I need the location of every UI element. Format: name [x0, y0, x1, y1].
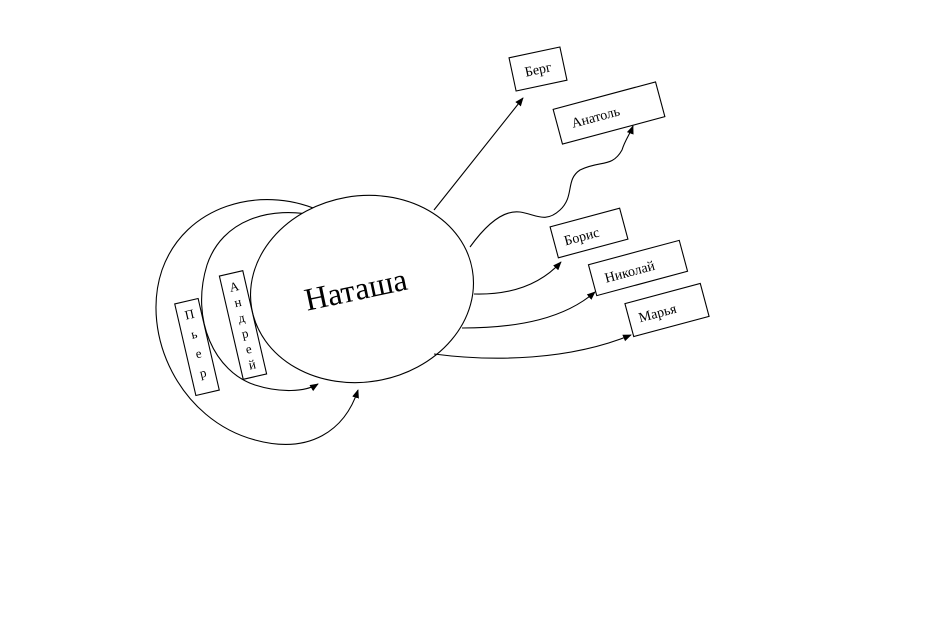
- pierre-loop-arrow: [155, 199, 359, 445]
- pierre-node: Пьер: [174, 297, 220, 397]
- boris-arrow: [473, 261, 562, 295]
- berg-arrow: [433, 97, 524, 211]
- marya-arrow: [433, 334, 632, 359]
- boris-node: Борис: [549, 207, 629, 259]
- nikolai-arrow: [461, 291, 596, 329]
- pierre-label: Пьер: [183, 306, 209, 381]
- anatole-node: Анатоль: [552, 81, 666, 145]
- andrei-label: Андрей: [228, 278, 259, 373]
- andrei-node: Андрей: [218, 269, 268, 381]
- anatole-arrow: [469, 125, 634, 248]
- marya-node: Марья: [624, 282, 710, 338]
- nikolai-node: Николай: [587, 239, 689, 297]
- berg-node: Берг: [508, 46, 568, 92]
- berg-label: Берг: [524, 60, 554, 80]
